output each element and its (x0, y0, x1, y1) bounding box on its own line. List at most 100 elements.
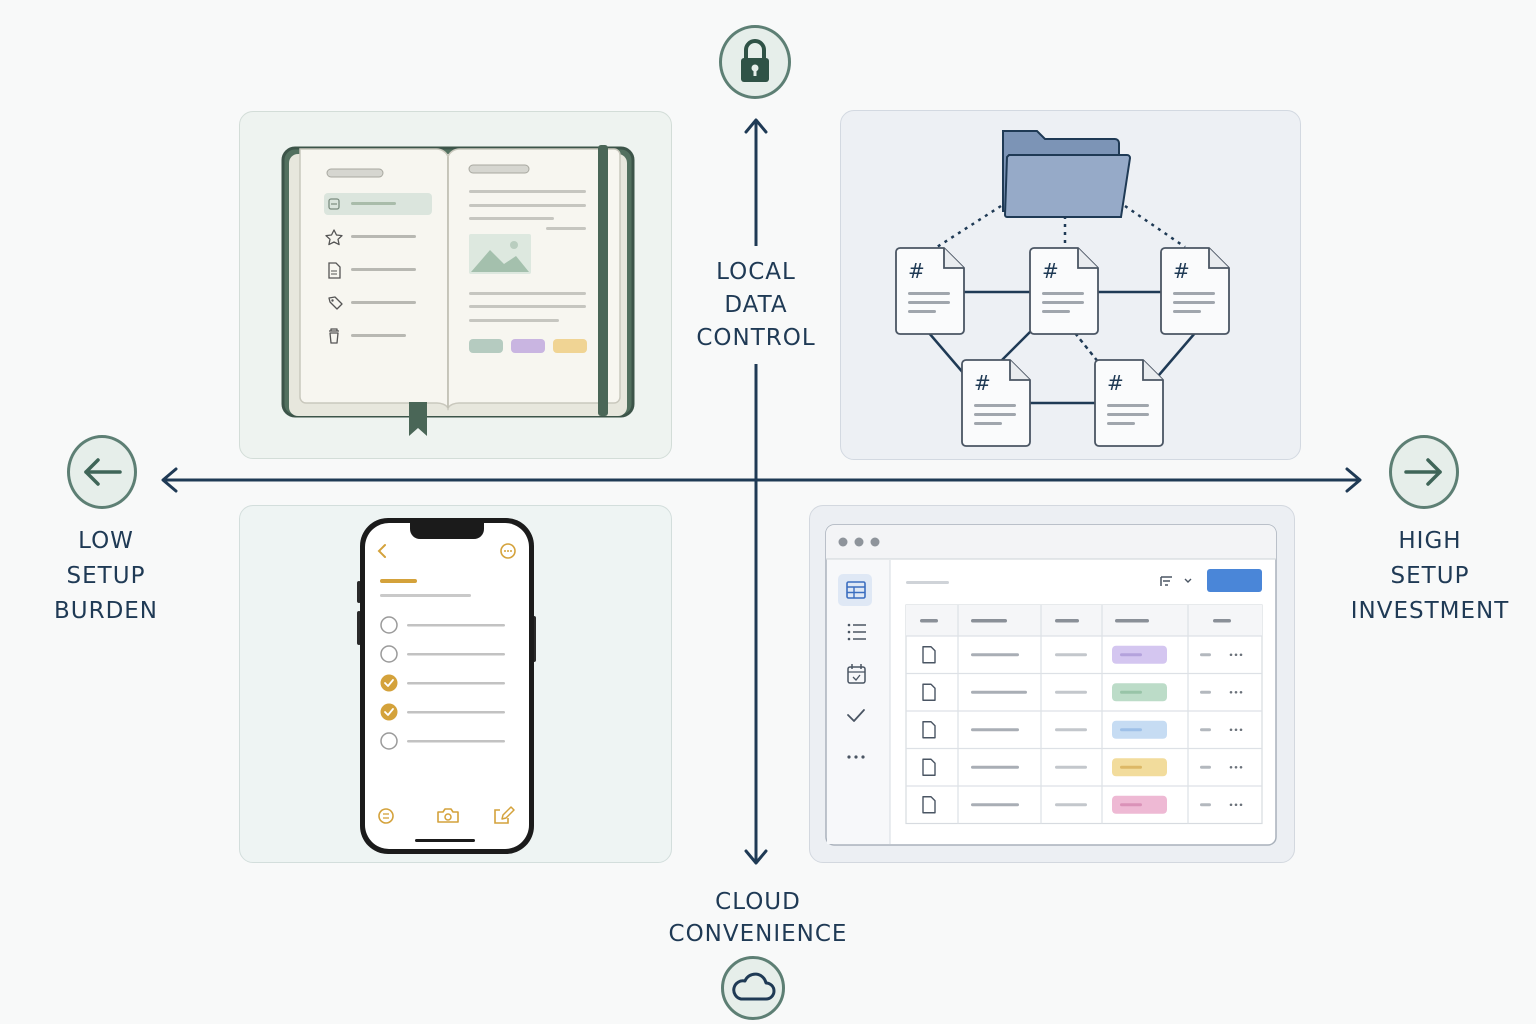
table-header-cell (1213, 619, 1231, 623)
table-cell (971, 765, 1019, 769)
lock-icon (741, 39, 769, 82)
table-header-cell (920, 619, 938, 623)
row-more-icon (1234, 690, 1238, 694)
note-doc-icon: # (895, 247, 965, 335)
axis-arrowhead-right (1345, 467, 1362, 493)
cloud-badge (721, 956, 785, 1020)
folder-icon (1002, 130, 1132, 218)
lock-badge (719, 25, 791, 99)
row-more-icon (1239, 653, 1243, 657)
linked-notes-graph-illustration: # # # # (895, 130, 1230, 447)
axis-arrowhead-up (744, 118, 768, 134)
table-cell (1055, 803, 1087, 807)
back-chevron-icon (377, 544, 386, 558)
row-more-icon (1234, 765, 1238, 769)
row-more-icon (1229, 765, 1233, 769)
table-header-cell (1115, 619, 1149, 623)
quadrant-top-left-panel (239, 111, 672, 459)
cloud-icon (732, 972, 776, 1001)
more-icon (847, 755, 865, 759)
window-dot-icon (838, 537, 848, 547)
note-hash: # (1042, 259, 1059, 283)
checklist-item-unchecked (380, 616, 398, 634)
chevron-down-icon (1184, 578, 1192, 583)
checklist-item-unchecked (380, 732, 398, 750)
status-tag-text (1120, 803, 1142, 807)
table-cell (1200, 765, 1211, 769)
camera-icon (437, 808, 459, 823)
row-more-icon (1229, 653, 1233, 657)
table-cell (971, 728, 1019, 732)
table-cell (1055, 765, 1087, 769)
right-arrow-badge (1389, 435, 1459, 509)
window-dot-icon (870, 537, 880, 547)
phone-checklist-illustration (357, 518, 536, 854)
note-hash: # (974, 371, 991, 395)
table-cell (1055, 690, 1087, 694)
table-cell (971, 803, 1019, 807)
row-more-icon (1239, 728, 1243, 732)
calendar-icon (847, 664, 866, 684)
axis-label-top: LOCAL DATA CONTROL (696, 259, 816, 351)
note-doc-icon: # (1094, 359, 1164, 447)
table-cell (1055, 653, 1087, 657)
check-icon (847, 709, 865, 722)
row-doc-icon (922, 721, 936, 739)
row-more-icon (1234, 653, 1238, 657)
table-cell (1200, 728, 1211, 732)
primary-action-button (1207, 569, 1262, 592)
row-doc-icon (922, 796, 936, 814)
quadrant-bottom-right-panel (809, 505, 1295, 863)
table-cell (1200, 690, 1211, 694)
row-more-icon (1239, 765, 1243, 769)
table-cell (1055, 728, 1087, 732)
database-table-app-illustration (825, 524, 1277, 846)
row-more-icon (1239, 803, 1243, 807)
filter-icon (1160, 576, 1172, 586)
quadrant-bottom-left-panel (239, 505, 672, 863)
status-tag-text (1120, 765, 1142, 769)
table-header-row (906, 605, 1262, 636)
list-format-icon (378, 808, 394, 824)
list-view-icon (847, 623, 866, 641)
axis-arrowhead-down (744, 849, 768, 865)
arrow-left-icon (84, 458, 122, 486)
row-more-icon (1239, 690, 1243, 694)
table-frame (905, 604, 1263, 825)
note-hash: # (1107, 371, 1124, 395)
table-cell (971, 690, 1027, 694)
quadrant-top-right-panel: # # # # (840, 110, 1301, 460)
note-hash: # (1173, 259, 1190, 283)
arrow-right-icon (1404, 458, 1442, 486)
row-doc-icon (922, 646, 936, 664)
note-hash: # (908, 259, 925, 283)
axis-label-right: HIGH SETUP INVESTMENT (1350, 528, 1510, 624)
notebook-illustration (281, 145, 635, 436)
status-tag-text (1120, 728, 1142, 732)
row-doc-icon (922, 683, 936, 701)
table-header-cell (971, 619, 1007, 623)
left-arrow-badge (67, 435, 137, 509)
axis-arrowhead-left (161, 467, 178, 493)
more-options-icon (500, 543, 516, 559)
row-more-icon (1229, 690, 1233, 694)
table-header-cell (1055, 619, 1079, 623)
table-view-icon (846, 581, 866, 599)
table-cell (1200, 803, 1211, 807)
compose-icon (494, 806, 515, 824)
row-more-icon (1234, 803, 1238, 807)
note-doc-icon: # (961, 359, 1031, 447)
status-tag-text (1120, 690, 1142, 694)
row-doc-icon (922, 758, 936, 776)
checklist-item-checked (380, 674, 398, 692)
row-more-icon (1229, 803, 1233, 807)
data-table (905, 604, 1263, 825)
status-tag-text (1120, 653, 1142, 657)
checklist-item-unchecked (380, 645, 398, 663)
row-more-icon (1234, 728, 1238, 732)
axis-label-bottom: CLOUD CONVENIENCE (668, 889, 848, 947)
table-cell (1200, 653, 1211, 657)
checklist-item-checked (380, 703, 398, 721)
note-doc-icon: # (1160, 247, 1230, 335)
